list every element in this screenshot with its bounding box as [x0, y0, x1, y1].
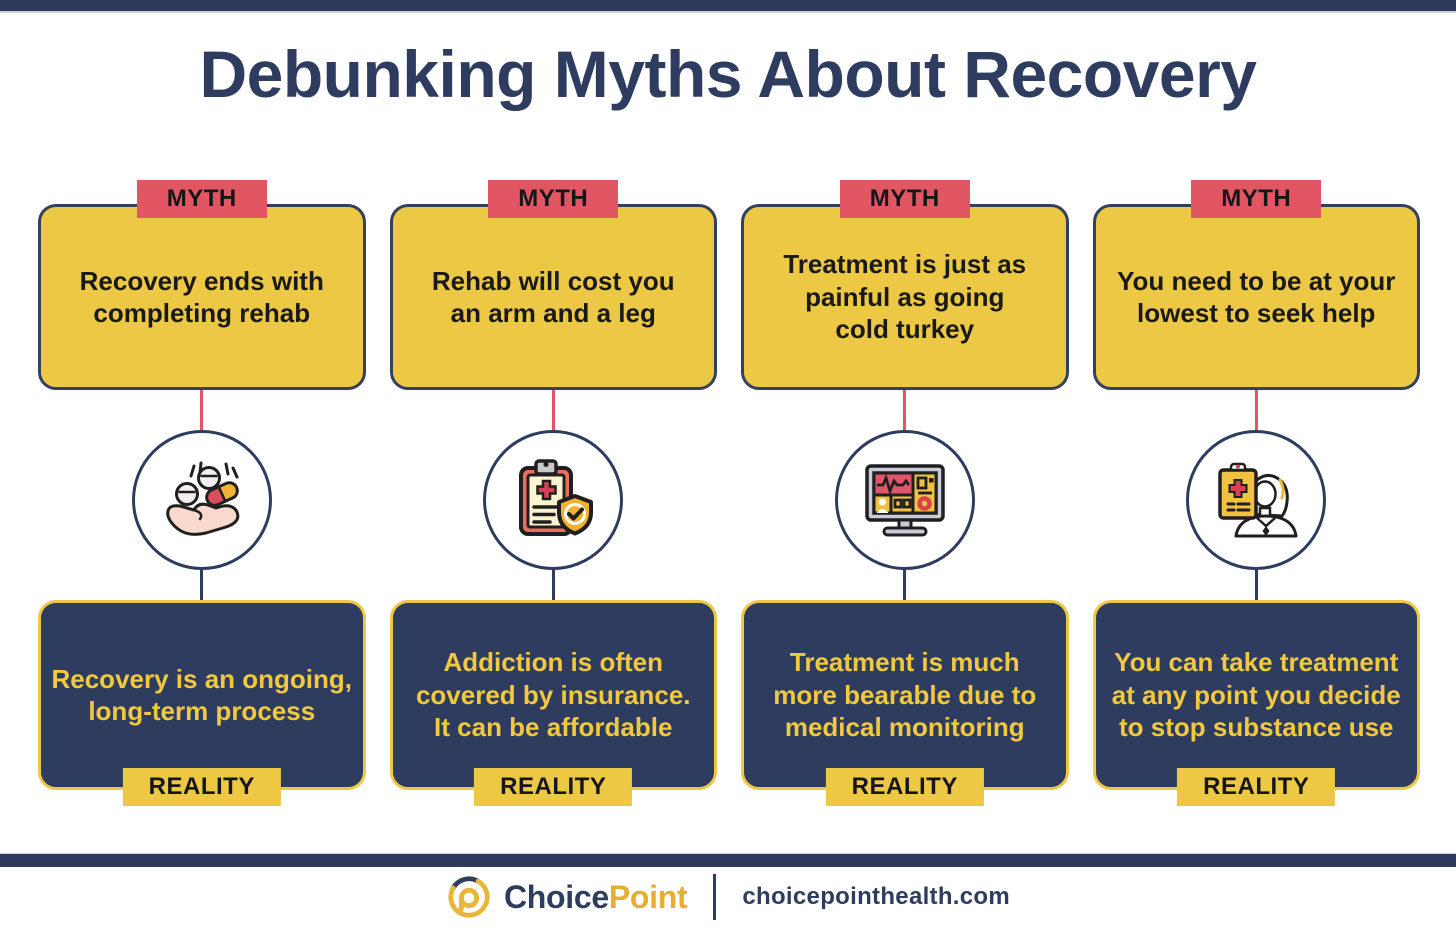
connector-line-top: [200, 388, 204, 436]
brand-name: ChoicePoint: [503, 878, 688, 916]
icon-circle: [834, 430, 975, 570]
reality-box: You can take treatment at any point you …: [1092, 600, 1420, 790]
clinician-with-clipboard-icon: [1218, 462, 1298, 538]
footer-divider: [713, 874, 717, 920]
connector-line-top: [1254, 388, 1258, 436]
myth-badge: MYTH: [1191, 180, 1322, 218]
myth-column-4: MYTH You need to be at your lowest to se…: [1092, 180, 1420, 810]
reality-badge-label: REALITY: [851, 773, 958, 800]
brand-choice: Choice: [503, 878, 609, 915]
footer: ChoicePoint choicepointhealth.com: [0, 869, 1456, 925]
connector-line-bottom: [903, 568, 907, 604]
reality-badge: REALITY: [825, 768, 984, 806]
myth-badge: MYTH: [488, 180, 619, 218]
icon-circle: [131, 430, 272, 570]
reality-badge: REALITY: [474, 768, 633, 806]
vital-signs-monitor-icon: [865, 464, 945, 537]
myth-column-3: MYTH Treatment is just as painful as goi…: [741, 180, 1069, 810]
reality-box: Treatment is much more bearable due to m…: [741, 600, 1069, 790]
connector-line-bottom: [551, 568, 555, 604]
reality-text: Recovery is an ongoing, long-term proces…: [51, 663, 352, 727]
myth-text: Rehab will cost you an arm and a leg: [431, 265, 675, 329]
icon-circle: [483, 430, 624, 570]
medical-clipboard-shield-icon: [519, 459, 594, 536]
reality-text: Treatment is much more bearable due to m…: [773, 647, 1037, 743]
hand-offering-pills-icon: [166, 461, 240, 536]
myth-badge: MYTH: [839, 180, 970, 218]
bottom-bar-decoration: [0, 853, 1456, 867]
reality-badge-label: REALITY: [148, 773, 255, 800]
connector-line-bottom: [200, 568, 204, 604]
reality-box: Addiction is often covered by insurance.…: [389, 600, 717, 790]
myth-badge-label: MYTH: [1221, 185, 1292, 212]
myth-box: You need to be at your lowest to seek he…: [1092, 204, 1420, 390]
myth-text: You need to be at your lowest to seek he…: [1117, 265, 1396, 329]
connector-line-top: [903, 388, 907, 436]
page-title: Debunking Myths About Recovery: [199, 37, 1257, 111]
reality-text: You can take treatment at any point you …: [1111, 647, 1401, 743]
myth-box: Recovery ends with completing rehab: [38, 204, 366, 390]
myth-text: Treatment is just as painful as going co…: [783, 249, 1027, 345]
myth-box: Rehab will cost you an arm and a leg: [389, 204, 717, 390]
reality-badge: REALITY: [1177, 768, 1336, 806]
website-url: choicepointhealth.com: [742, 883, 1011, 910]
reality-badge: REALITY: [122, 768, 281, 806]
choicepoint-logo-icon: [448, 876, 490, 918]
myth-columns: MYTH Recovery ends with completing rehab: [38, 180, 1420, 810]
myth-badge: MYTH: [136, 180, 267, 218]
reality-badge-label: REALITY: [1203, 773, 1310, 800]
icon-circle: [1186, 430, 1327, 570]
myth-badge-label: MYTH: [869, 185, 940, 212]
myth-badge-label: MYTH: [166, 185, 237, 212]
myth-column-1: MYTH Recovery ends with completing rehab: [38, 180, 366, 810]
myth-badge-label: MYTH: [518, 185, 589, 212]
connector-line-bottom: [1254, 568, 1258, 604]
connector-line-top: [551, 388, 555, 436]
myth-column-2: MYTH Rehab will cost you an arm and a le…: [389, 180, 717, 810]
top-bar-decoration: [0, 0, 1456, 13]
reality-text: Addiction is often covered by insurance.…: [415, 647, 691, 743]
myth-text: Recovery ends with completing rehab: [79, 265, 324, 329]
myth-box: Treatment is just as painful as going co…: [741, 204, 1069, 390]
reality-badge-label: REALITY: [500, 773, 607, 800]
reality-box: Recovery is an ongoing, long-term proces…: [38, 600, 366, 790]
brand-point: Point: [608, 878, 688, 915]
